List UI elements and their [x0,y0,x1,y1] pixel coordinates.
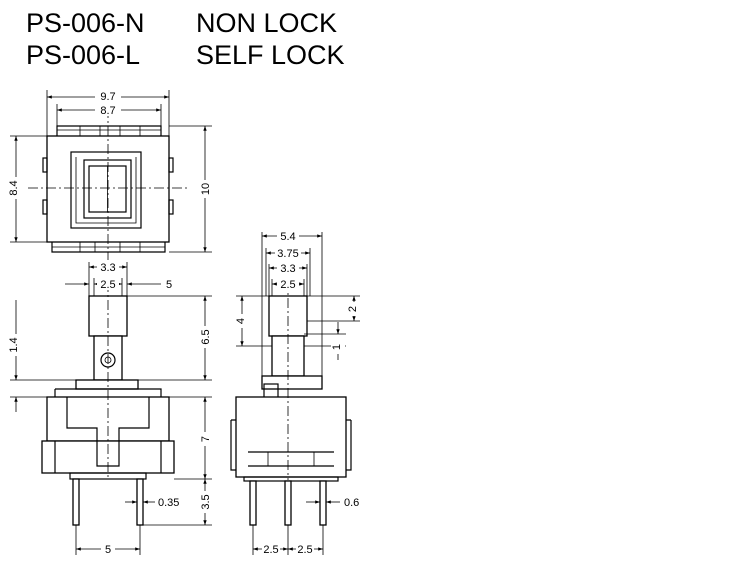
dim-top-height-left: 8.4 [8,180,20,195]
side-view: 5.4 3.75 3.3 2.5 4 2 1 0.6 [230,229,360,556]
dim-front-5: 5 [166,279,172,291]
dim-front-6-5: 6.5 [200,329,212,344]
dim-side-4: 4 [235,318,247,324]
dim-side-3-3: 3.3 [280,263,295,275]
dim-side-pitch-left: 2.5 [263,544,278,556]
dim-side-3-75: 3.75 [277,248,298,260]
dim-front-bottom-5: 5 [105,544,111,556]
dim-front-1-4: 1.4 [8,337,20,352]
type-non-lock: NON LOCK [196,8,338,38]
type-self-lock: SELF LOCK [196,40,345,70]
dim-side-2-5: 2.5 [280,279,295,291]
model-code-non-lock: PS-006-N [26,8,145,38]
dim-side-0-6: 0.6 [344,497,359,509]
front-view: 3.3 2.5 5 6.5 1.4 7 3.5 0.35 [7,260,212,556]
dim-top-width-inner: 8.7 [100,105,115,117]
dim-top-height-right: 10 [200,183,212,195]
dim-front-2-5: 2.5 [100,279,115,291]
dim-front-3-5: 3.5 [200,494,212,509]
model-code-self-lock: PS-006-L [26,40,141,70]
top-view: 9.7 8.7 8.4 10 [7,89,212,262]
dim-side-1: 1 [331,344,343,350]
dim-side-pitch-right: 2.5 [297,544,312,556]
dim-side-2: 2 [347,306,359,312]
dim-front-7: 7 [200,436,212,442]
dim-top-width-outer: 9.7 [100,91,115,103]
dim-front-3-3: 3.3 [100,262,115,274]
dim-side-5-4: 5.4 [280,231,295,243]
dim-front-0-35: 0.35 [158,497,179,509]
